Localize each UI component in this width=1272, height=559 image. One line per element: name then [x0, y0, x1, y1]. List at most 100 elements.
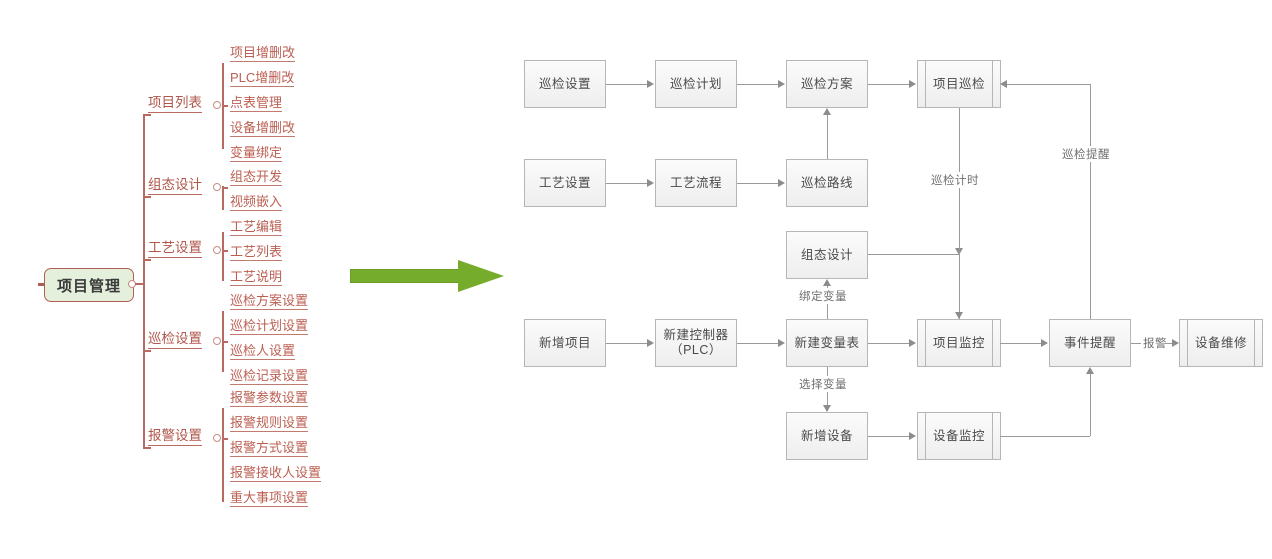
arrowhead-n13-n4: [1000, 80, 1007, 88]
mindmap-root-connector: [135, 283, 144, 285]
leaf-text: 视频嵌入: [230, 194, 283, 209]
leaf-underline: [230, 86, 295, 88]
edge-label-巡检提醒: 巡检提醒: [1060, 146, 1112, 162]
flow-node-项目巡检[interactable]: 项目巡检: [917, 60, 1001, 108]
leaf-text: 报警参数设置: [230, 390, 309, 405]
flow-node-工艺流程[interactable]: 工艺流程: [655, 159, 737, 207]
predefined-process-bar-left: [1179, 319, 1188, 367]
mindmap-leaf-报警规则设置[interactable]: 报警规则设置: [230, 415, 309, 433]
mindmap-branch-巡检设置[interactable]: 巡检设置: [148, 331, 202, 350]
branch-handle-3[interactable]: [213, 337, 221, 345]
arrowhead-n3-n4: [909, 80, 916, 88]
edge-n10-n11: [737, 343, 783, 344]
arrowhead-n10-n11: [778, 339, 785, 347]
leaf-text: PLC增删改: [230, 70, 295, 85]
mindmap-leaf-设备增删改[interactable]: 设备增删改: [230, 120, 296, 138]
arrowhead-n7-n3: [823, 108, 831, 115]
mindmap-leaf-工艺说明[interactable]: 工艺说明: [230, 269, 283, 287]
flow-node-新建变量表[interactable]: 新建变量表: [786, 319, 868, 367]
flow-node-组态设计[interactable]: 组态设计: [786, 231, 868, 279]
flow-node-事件提醒[interactable]: 事件提醒: [1049, 319, 1131, 367]
flow-node-label: 项目巡检: [932, 76, 985, 91]
edge-n1-n2: [606, 84, 652, 85]
flow-node-label: 项目监控: [932, 335, 985, 350]
branch-handle-2[interactable]: [213, 246, 221, 254]
arrow-shaft: [350, 269, 460, 283]
branch-handle-4[interactable]: [213, 434, 221, 442]
branch-connector-1: [143, 196, 151, 198]
edge-n13-n4-v: [1090, 84, 1091, 319]
mindmap-leaf-变量绑定[interactable]: 变量绑定: [230, 145, 283, 163]
branch-label-text: 报警设置: [148, 428, 202, 443]
mindmap-leaf-巡检人设置[interactable]: 巡检人设置: [230, 343, 296, 361]
arrowhead-n11-n12: [909, 339, 916, 347]
leaf-underline: [230, 260, 283, 262]
edge-n8-n12: [868, 254, 959, 255]
branch-spine-stub-0: [222, 105, 228, 107]
mindmap-root-node[interactable]: 项目管理: [44, 268, 134, 302]
flow-node-设备维修[interactable]: 设备维修: [1179, 319, 1263, 367]
branch-underline: [148, 112, 202, 114]
leaf-text: 工艺列表: [230, 244, 283, 259]
flow-node-新建控制器-PLC[interactable]: 新建控制器 （PLC）: [655, 319, 737, 367]
root-stub: [38, 283, 46, 286]
flow-node-label-line2: （PLC）: [670, 343, 722, 357]
mindmap-leaf-巡检记录设置[interactable]: 巡检记录设置: [230, 368, 309, 386]
flow-node-巡检计划[interactable]: 巡检计划: [655, 60, 737, 108]
mindmap-leaf-报警接收人设置[interactable]: 报警接收人设置: [230, 465, 322, 483]
flow-node-巡检设置[interactable]: 巡检设置: [524, 60, 606, 108]
mindmap-branch-项目列表[interactable]: 项目列表: [148, 95, 202, 114]
mindmap-leaf-工艺列表[interactable]: 工艺列表: [230, 244, 283, 262]
edge-n7-n3: [827, 115, 828, 159]
leaf-text: 点表管理: [230, 95, 283, 110]
arrowhead-n11-n8: [823, 279, 831, 286]
edge-n4-n12: [959, 108, 960, 319]
mindmap-leaf-点表管理[interactable]: 点表管理: [230, 95, 283, 113]
mindmap-leaf-工艺编辑[interactable]: 工艺编辑: [230, 219, 283, 237]
leaf-underline: [230, 111, 283, 113]
branch-spine-2: [222, 232, 224, 281]
flow-node-巡检方案[interactable]: 巡检方案: [786, 60, 868, 108]
mindmap-leaf-组态开发[interactable]: 组态开发: [230, 169, 283, 187]
flow-node-项目监控[interactable]: 项目监控: [917, 319, 1001, 367]
flow-node-巡检路线[interactable]: 巡检路线: [786, 159, 868, 207]
edge-n16-n13-v: [1090, 374, 1091, 436]
mindmap-branch-报警设置[interactable]: 报警设置: [148, 428, 202, 447]
flow-node-工艺设置[interactable]: 工艺设置: [524, 159, 606, 207]
leaf-underline: [230, 431, 309, 433]
mindmap-branch-工艺设置[interactable]: 工艺设置: [148, 240, 202, 259]
mindmap-leaf-项目增删改[interactable]: 项目增删改: [230, 45, 296, 63]
flow-node-设备监控[interactable]: 设备监控: [917, 412, 1001, 460]
branch-spine-stub-1: [222, 187, 228, 189]
leaf-text: 巡检记录设置: [230, 368, 309, 383]
arrowhead-n2-n3: [778, 80, 785, 88]
mindmap-leaf-PLC增删改[interactable]: PLC增删改: [230, 70, 295, 88]
edge-n13-n14-a: [1131, 343, 1145, 344]
branch-connector-0: [143, 114, 151, 116]
branch-handle-1[interactable]: [213, 183, 221, 191]
leaf-underline: [230, 185, 283, 187]
branch-label-text: 工艺设置: [148, 240, 202, 255]
leaf-underline: [230, 61, 296, 63]
mindmap-branch-组态设计[interactable]: 组态设计: [148, 177, 202, 196]
predefined-process-bar-left: [917, 412, 926, 460]
flow-node-label: 设备维修: [1194, 335, 1247, 350]
edge-n16-n13-h: [1000, 436, 1090, 437]
leaf-underline: [230, 359, 296, 361]
edge-label-绑定变量: 绑定变量: [797, 288, 849, 304]
flow-node-新增设备[interactable]: 新增设备: [786, 412, 868, 460]
mindmap-leaf-视频嵌入[interactable]: 视频嵌入: [230, 194, 283, 212]
flow-node-新增项目[interactable]: 新增项目: [524, 319, 606, 367]
leaf-underline: [230, 161, 283, 163]
branch-handle-0[interactable]: [213, 101, 221, 109]
mindmap-leaf-报警参数设置[interactable]: 报警参数设置: [230, 390, 309, 408]
leaf-underline: [230, 506, 309, 508]
edge-n13-n4-h: [1007, 84, 1091, 85]
branch-connector-3: [143, 350, 151, 352]
branch-spine-4: [222, 408, 224, 502]
mindmap-leaf-巡检计划设置[interactable]: 巡检计划设置: [230, 318, 309, 336]
leaf-underline: [230, 210, 283, 212]
mindmap-leaf-巡检方案设置[interactable]: 巡检方案设置: [230, 293, 309, 311]
mindmap-leaf-报警方式设置[interactable]: 报警方式设置: [230, 440, 309, 458]
mindmap-leaf-重大事项设置[interactable]: 重大事项设置: [230, 490, 309, 508]
